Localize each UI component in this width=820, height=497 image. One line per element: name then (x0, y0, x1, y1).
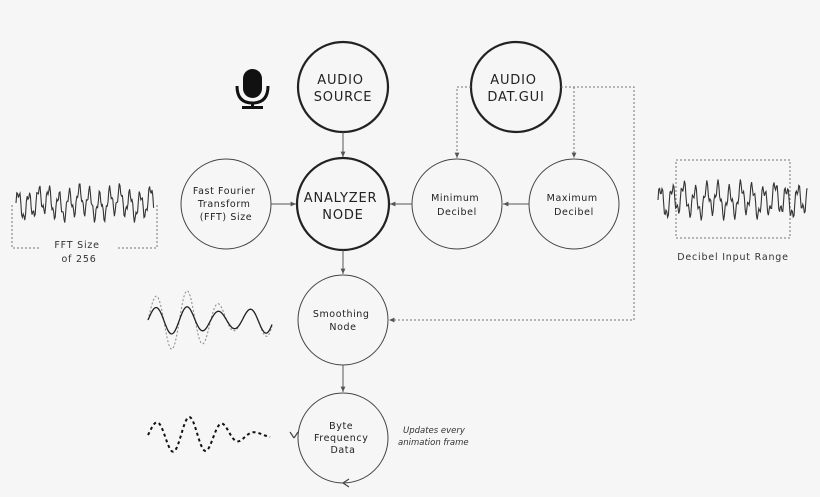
dotted-arrow-gui-to-smoothing (389, 86, 635, 323)
microphone-icon (235, 69, 270, 109)
smoothing-label: Smoothing Node (313, 309, 373, 333)
updates-note: Updates every animation frame (398, 426, 469, 448)
decibel-range-waveform (657, 159, 808, 239)
byte-frequency-label: Byte Frequency Data (314, 421, 372, 456)
smoothing-waveform (147, 290, 273, 350)
loop-arrow-head-bottom (342, 478, 350, 488)
fft-waveform (11, 183, 158, 249)
minimum-decibel-node (411, 158, 503, 250)
decibel-range-caption: Decibel Input Range (677, 252, 789, 263)
maximum-decibel-node (528, 158, 620, 250)
byte-frequency-waveform (147, 416, 271, 453)
fft-size-label: Fast Fourier Transform (FFT) Size (193, 186, 259, 223)
audio-source-label: AUDIO SOURCE (314, 73, 372, 105)
maximum-decibel-label: Maximum Decibel (547, 193, 602, 218)
dotted-arrow-gui-to-min (454, 86, 471, 158)
analyzer-label: ANALYZER NODE (304, 191, 382, 223)
smoothing-node (297, 274, 389, 366)
loop-arrow-head (289, 431, 299, 439)
fft-caption: FFT Size of 256 (54, 240, 103, 265)
minimum-decibel-label: Minimum Decibel (431, 193, 483, 218)
audio-datgui-label: AUDIO DAT.GUI (487, 73, 544, 105)
